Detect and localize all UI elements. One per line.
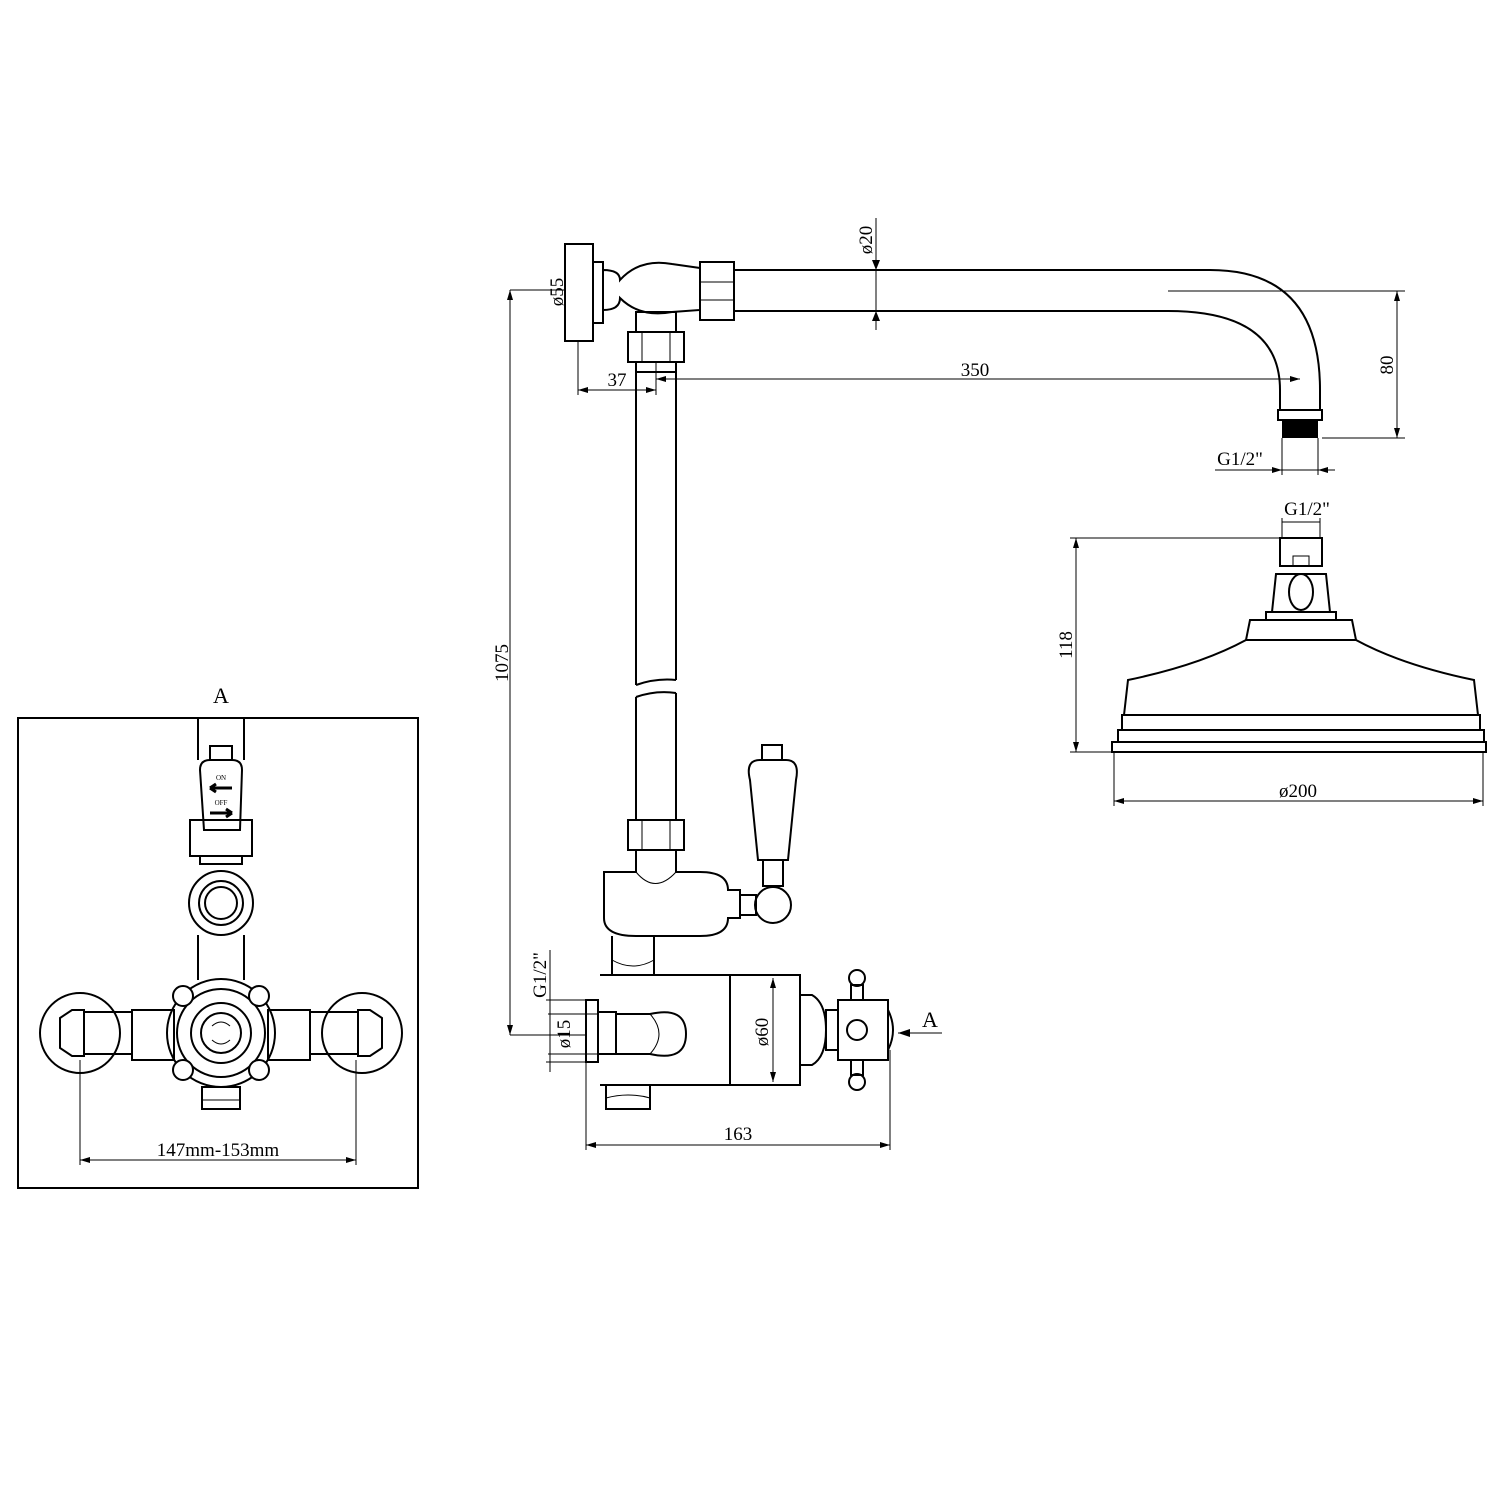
arm-nut xyxy=(699,261,735,321)
lever-cap xyxy=(209,745,233,761)
lever-knob xyxy=(754,886,792,924)
riser-length-dim: 1075 xyxy=(492,644,513,682)
arm-thread xyxy=(1282,420,1318,438)
inset-frame xyxy=(17,717,419,1189)
shower-head: G1/2" 118 ø200 xyxy=(1056,499,1487,806)
inlet-flange xyxy=(585,999,599,1063)
head-height-dim: 118 xyxy=(1056,631,1077,659)
section-marker: A xyxy=(922,1007,938,1032)
inlet-thread-dim: G1/2" xyxy=(530,952,551,998)
head-connector xyxy=(1279,537,1323,567)
inset-front-view: A ON OFF xyxy=(17,683,419,1189)
off-arrow-icon xyxy=(210,807,233,819)
wall-flange xyxy=(564,243,594,342)
diverter-port xyxy=(188,870,254,936)
riser-assembly: ø55 ø20 37 350 80 G1/2" 1075 xyxy=(492,218,1405,1150)
head-dia-dim: ø200 xyxy=(1279,781,1317,802)
valve-body xyxy=(729,974,801,1086)
head-thread-dim: G1/2" xyxy=(1284,499,1330,520)
drop-80-dim: 80 xyxy=(1377,356,1398,375)
flange-dia-dim: ø55 xyxy=(547,278,568,307)
body-dia-dim: ø60 xyxy=(752,1018,773,1047)
body-length-dim: 163 xyxy=(724,1124,753,1145)
head-face xyxy=(1111,741,1487,753)
diverter-body xyxy=(603,849,741,937)
inset-title: A xyxy=(213,683,229,708)
head-dome xyxy=(1122,639,1480,716)
cross-handle xyxy=(837,999,889,1061)
on-label: ON xyxy=(216,774,226,782)
lever-handle xyxy=(198,759,244,831)
riser-nut xyxy=(627,819,685,851)
inlet-dia-dim: ø15 xyxy=(554,1020,575,1049)
on-arrow-icon xyxy=(209,782,232,794)
offset-37-dim: 37 xyxy=(608,370,627,391)
right-wall-flange xyxy=(321,992,403,1074)
wall-elbow xyxy=(602,261,701,315)
outlet-thread-dim: G1/2" xyxy=(1217,449,1263,470)
top-tee-nut xyxy=(627,331,685,363)
arm-length-dim: 350 xyxy=(961,360,990,381)
off-label: OFF xyxy=(215,799,228,807)
arm-dia-dim: ø20 xyxy=(856,226,877,255)
diverter-lever xyxy=(747,759,798,861)
width-dim-text: 147mm-153mm xyxy=(157,1140,280,1161)
